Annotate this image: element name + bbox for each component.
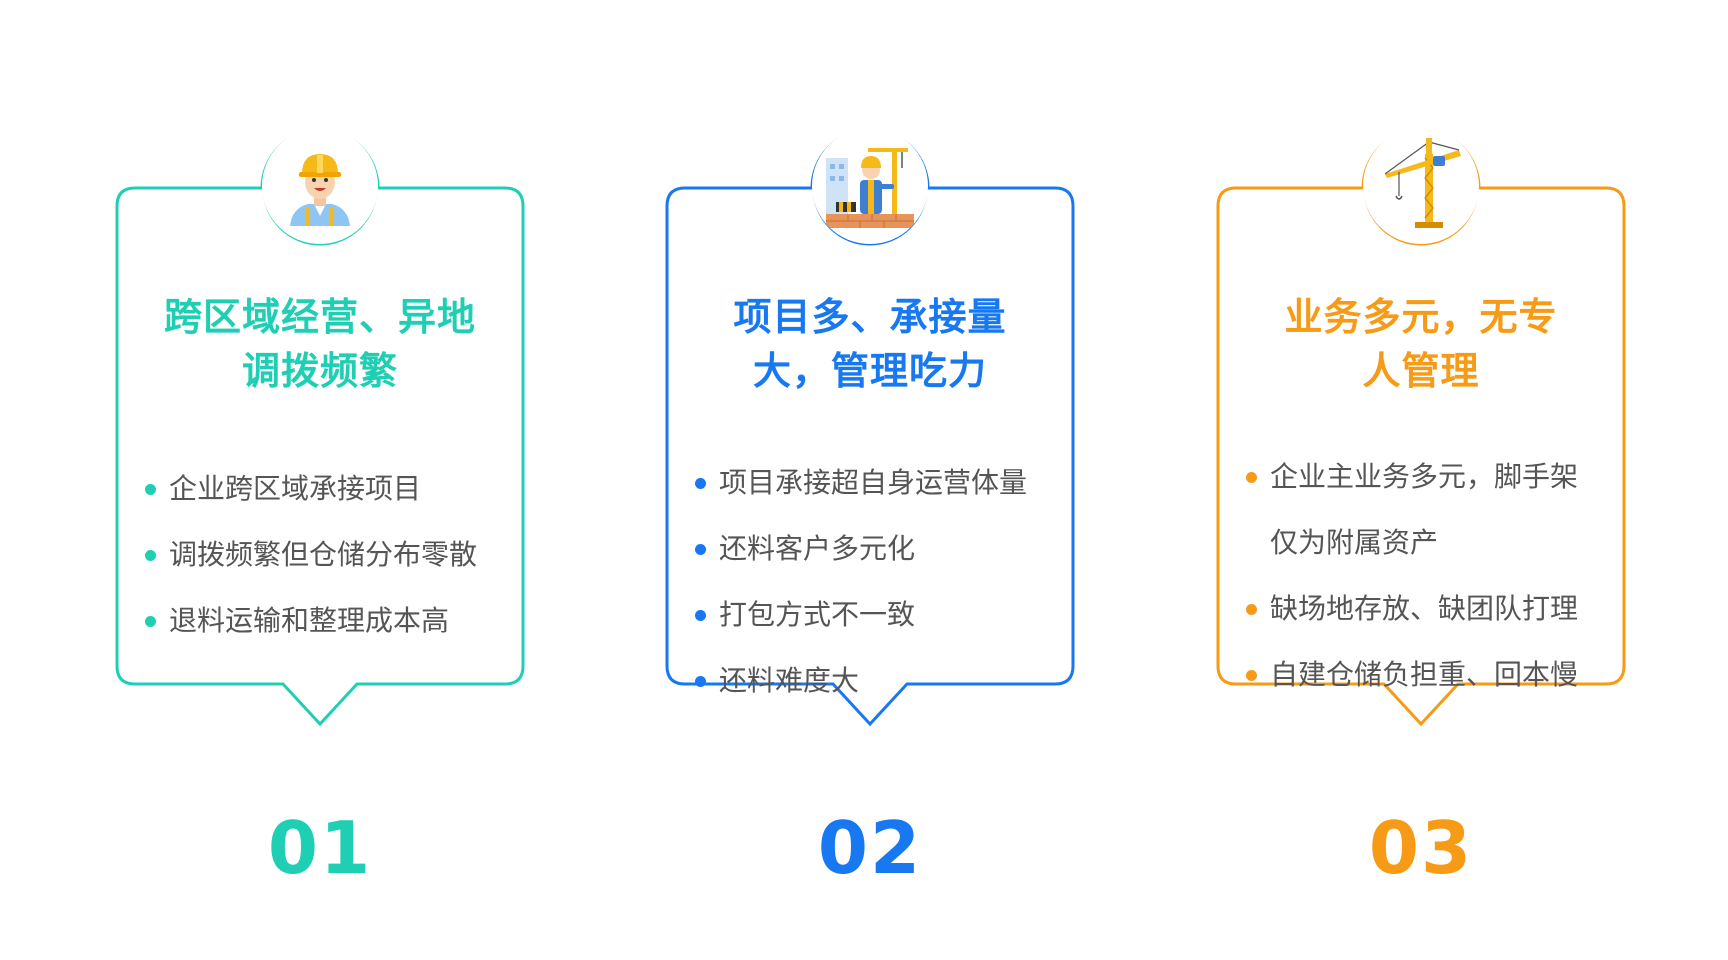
bullet-list: 项目承接超自身运营体量 还料客户多元化 打包方式不一致 还料难度大 — [695, 450, 1057, 714]
card-number: 02 — [817, 806, 923, 890]
bullet-text: 打包方式不一致 — [719, 598, 916, 631]
construction-worker-icon — [812, 128, 928, 244]
bullet-text: 项目承接超自身运营体量 — [719, 466, 1028, 499]
title-line: 跨区域经营、异地 — [163, 295, 476, 339]
card-01: 跨区域经营、异地 调拨频繁 企业跨区域承接项目 调拨频繁但仓储分布零散 退料运输… — [115, 128, 525, 888]
title-line: 调拨频繁 — [241, 349, 398, 393]
bullet-dot — [695, 544, 706, 555]
title-line: 人管理 — [1362, 349, 1480, 393]
bullet-text: 调拨频繁但仓储分布零散 — [169, 538, 478, 571]
bullet-list: 企业主业务多元，脚手架仅为附属资产 缺场地存放、缺团队打理 自建仓储负担重、回本… — [1246, 444, 1608, 708]
bullet-text: 企业主业务多元，脚手架 — [1270, 460, 1579, 493]
list-item: 还料难度大 — [695, 648, 1057, 714]
bullet-text: 仅为附属资产 — [1270, 526, 1439, 559]
card-02: 项目多、承接量 大，管理吃力 项目承接超自身运营体量 还料客户多元化 打包方式不… — [665, 128, 1075, 888]
bullet-text: 企业跨区域承接项目 — [169, 472, 422, 505]
bullet-text: 缺场地存放、缺团队打理 — [1270, 592, 1579, 625]
list-item: 退料运输和整理成本高 — [145, 588, 507, 654]
bullet-dot — [695, 478, 706, 489]
bullet-dot — [695, 610, 706, 621]
card-number: 03 — [1368, 806, 1474, 890]
list-item: 缺场地存放、缺团队打理 — [1246, 576, 1608, 642]
list-item: 调拨频繁但仓储分布零散 — [145, 522, 507, 588]
tower-crane-icon — [1363, 128, 1479, 244]
list-item: 企业主业务多元，脚手架仅为附属资产 — [1246, 444, 1608, 576]
title-line: 大，管理吃力 — [752, 349, 987, 393]
bullet-text: 退料运输和整理成本高 — [169, 604, 450, 637]
card-title: 业务多元，无专 人管理 — [1236, 290, 1606, 398]
bullet-text: 自建仓储负担重、回本慢 — [1270, 658, 1579, 691]
bullet-dot — [1246, 604, 1257, 615]
list-item: 打包方式不一致 — [695, 582, 1057, 648]
bullet-text: 还料难度大 — [719, 664, 860, 697]
bullet-dot — [1246, 472, 1257, 483]
bullet-dot — [1246, 670, 1257, 681]
list-item: 还料客户多元化 — [695, 516, 1057, 582]
title-line: 业务多元，无专 — [1284, 295, 1558, 339]
card-title: 跨区域经营、异地 调拨频繁 — [135, 290, 505, 398]
worker-icon — [262, 128, 378, 244]
card-number: 01 — [267, 806, 373, 890]
bullet-text: 还料客户多元化 — [719, 532, 916, 565]
bullet-list: 企业跨区域承接项目 调拨频繁但仓储分布零散 退料运输和整理成本高 — [145, 456, 507, 654]
card-03: 业务多元，无专 人管理 企业主业务多元，脚手架仅为附属资产 缺场地存放、缺团队打… — [1216, 128, 1626, 888]
list-item: 项目承接超自身运营体量 — [695, 450, 1057, 516]
list-item: 自建仓储负担重、回本慢 — [1246, 642, 1608, 708]
bullet-dot — [145, 550, 156, 561]
bullet-dot — [145, 616, 156, 627]
card-title: 项目多、承接量 大，管理吃力 — [685, 290, 1055, 398]
list-item: 企业跨区域承接项目 — [145, 456, 507, 522]
title-line: 项目多、承接量 — [733, 295, 1007, 339]
bullet-dot — [695, 676, 706, 687]
bullet-dot — [145, 484, 156, 495]
